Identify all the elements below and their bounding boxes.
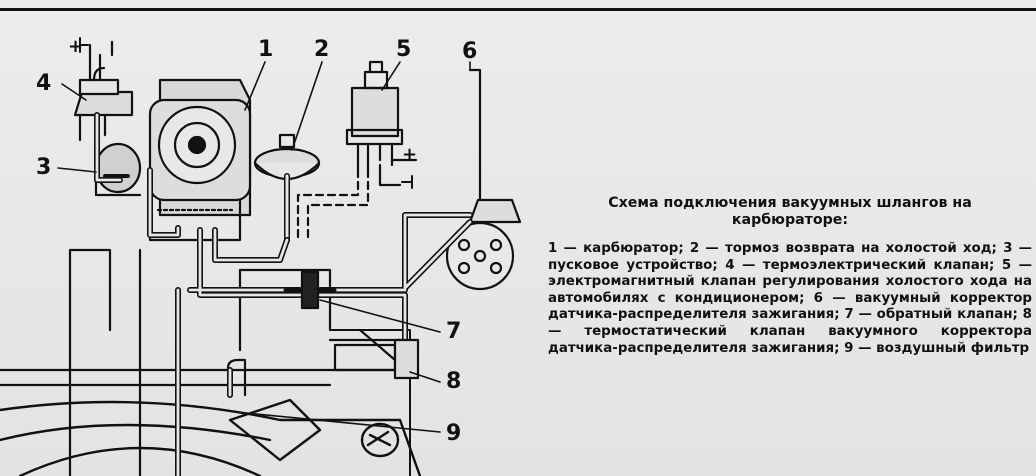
solenoid-valve <box>345 60 418 187</box>
caption-title: Схема подключения вакуумных шлангов на к… <box>608 195 972 228</box>
plus-terminal-top: + <box>68 36 83 57</box>
idle-return-brake <box>253 133 321 243</box>
air-filter <box>0 398 422 476</box>
callout-9: 9 <box>446 421 461 446</box>
callout-2: 2 <box>314 37 329 62</box>
callout-5: 5 <box>396 37 411 62</box>
callout-1: 1 <box>258 37 273 62</box>
callout-6: 6 <box>462 39 477 64</box>
carburetor <box>148 78 252 242</box>
callout-3: 3 <box>36 155 51 180</box>
engine-block <box>0 248 411 476</box>
thermostatic-valve <box>226 328 420 397</box>
figure-caption: Схема подключения вакуумных шлангов на к… <box>548 195 1032 357</box>
dashed-hoses <box>296 168 370 242</box>
top-rule <box>0 8 1036 11</box>
wires <box>79 37 413 189</box>
thermoelectric-valve <box>73 40 134 142</box>
callout-4: 4 <box>36 71 51 96</box>
distributor-vacuum-corrector <box>445 68 522 291</box>
callout-7: 7 <box>446 319 461 344</box>
caption-body: 1 — карбюратор; 2 — тормоз возврата на х… <box>548 241 1032 356</box>
starting-device <box>94 142 142 197</box>
callout-8: 8 <box>446 369 461 394</box>
check-valve <box>283 270 337 310</box>
plus-terminal-right: + <box>402 144 417 165</box>
leader-lines <box>57 61 471 433</box>
